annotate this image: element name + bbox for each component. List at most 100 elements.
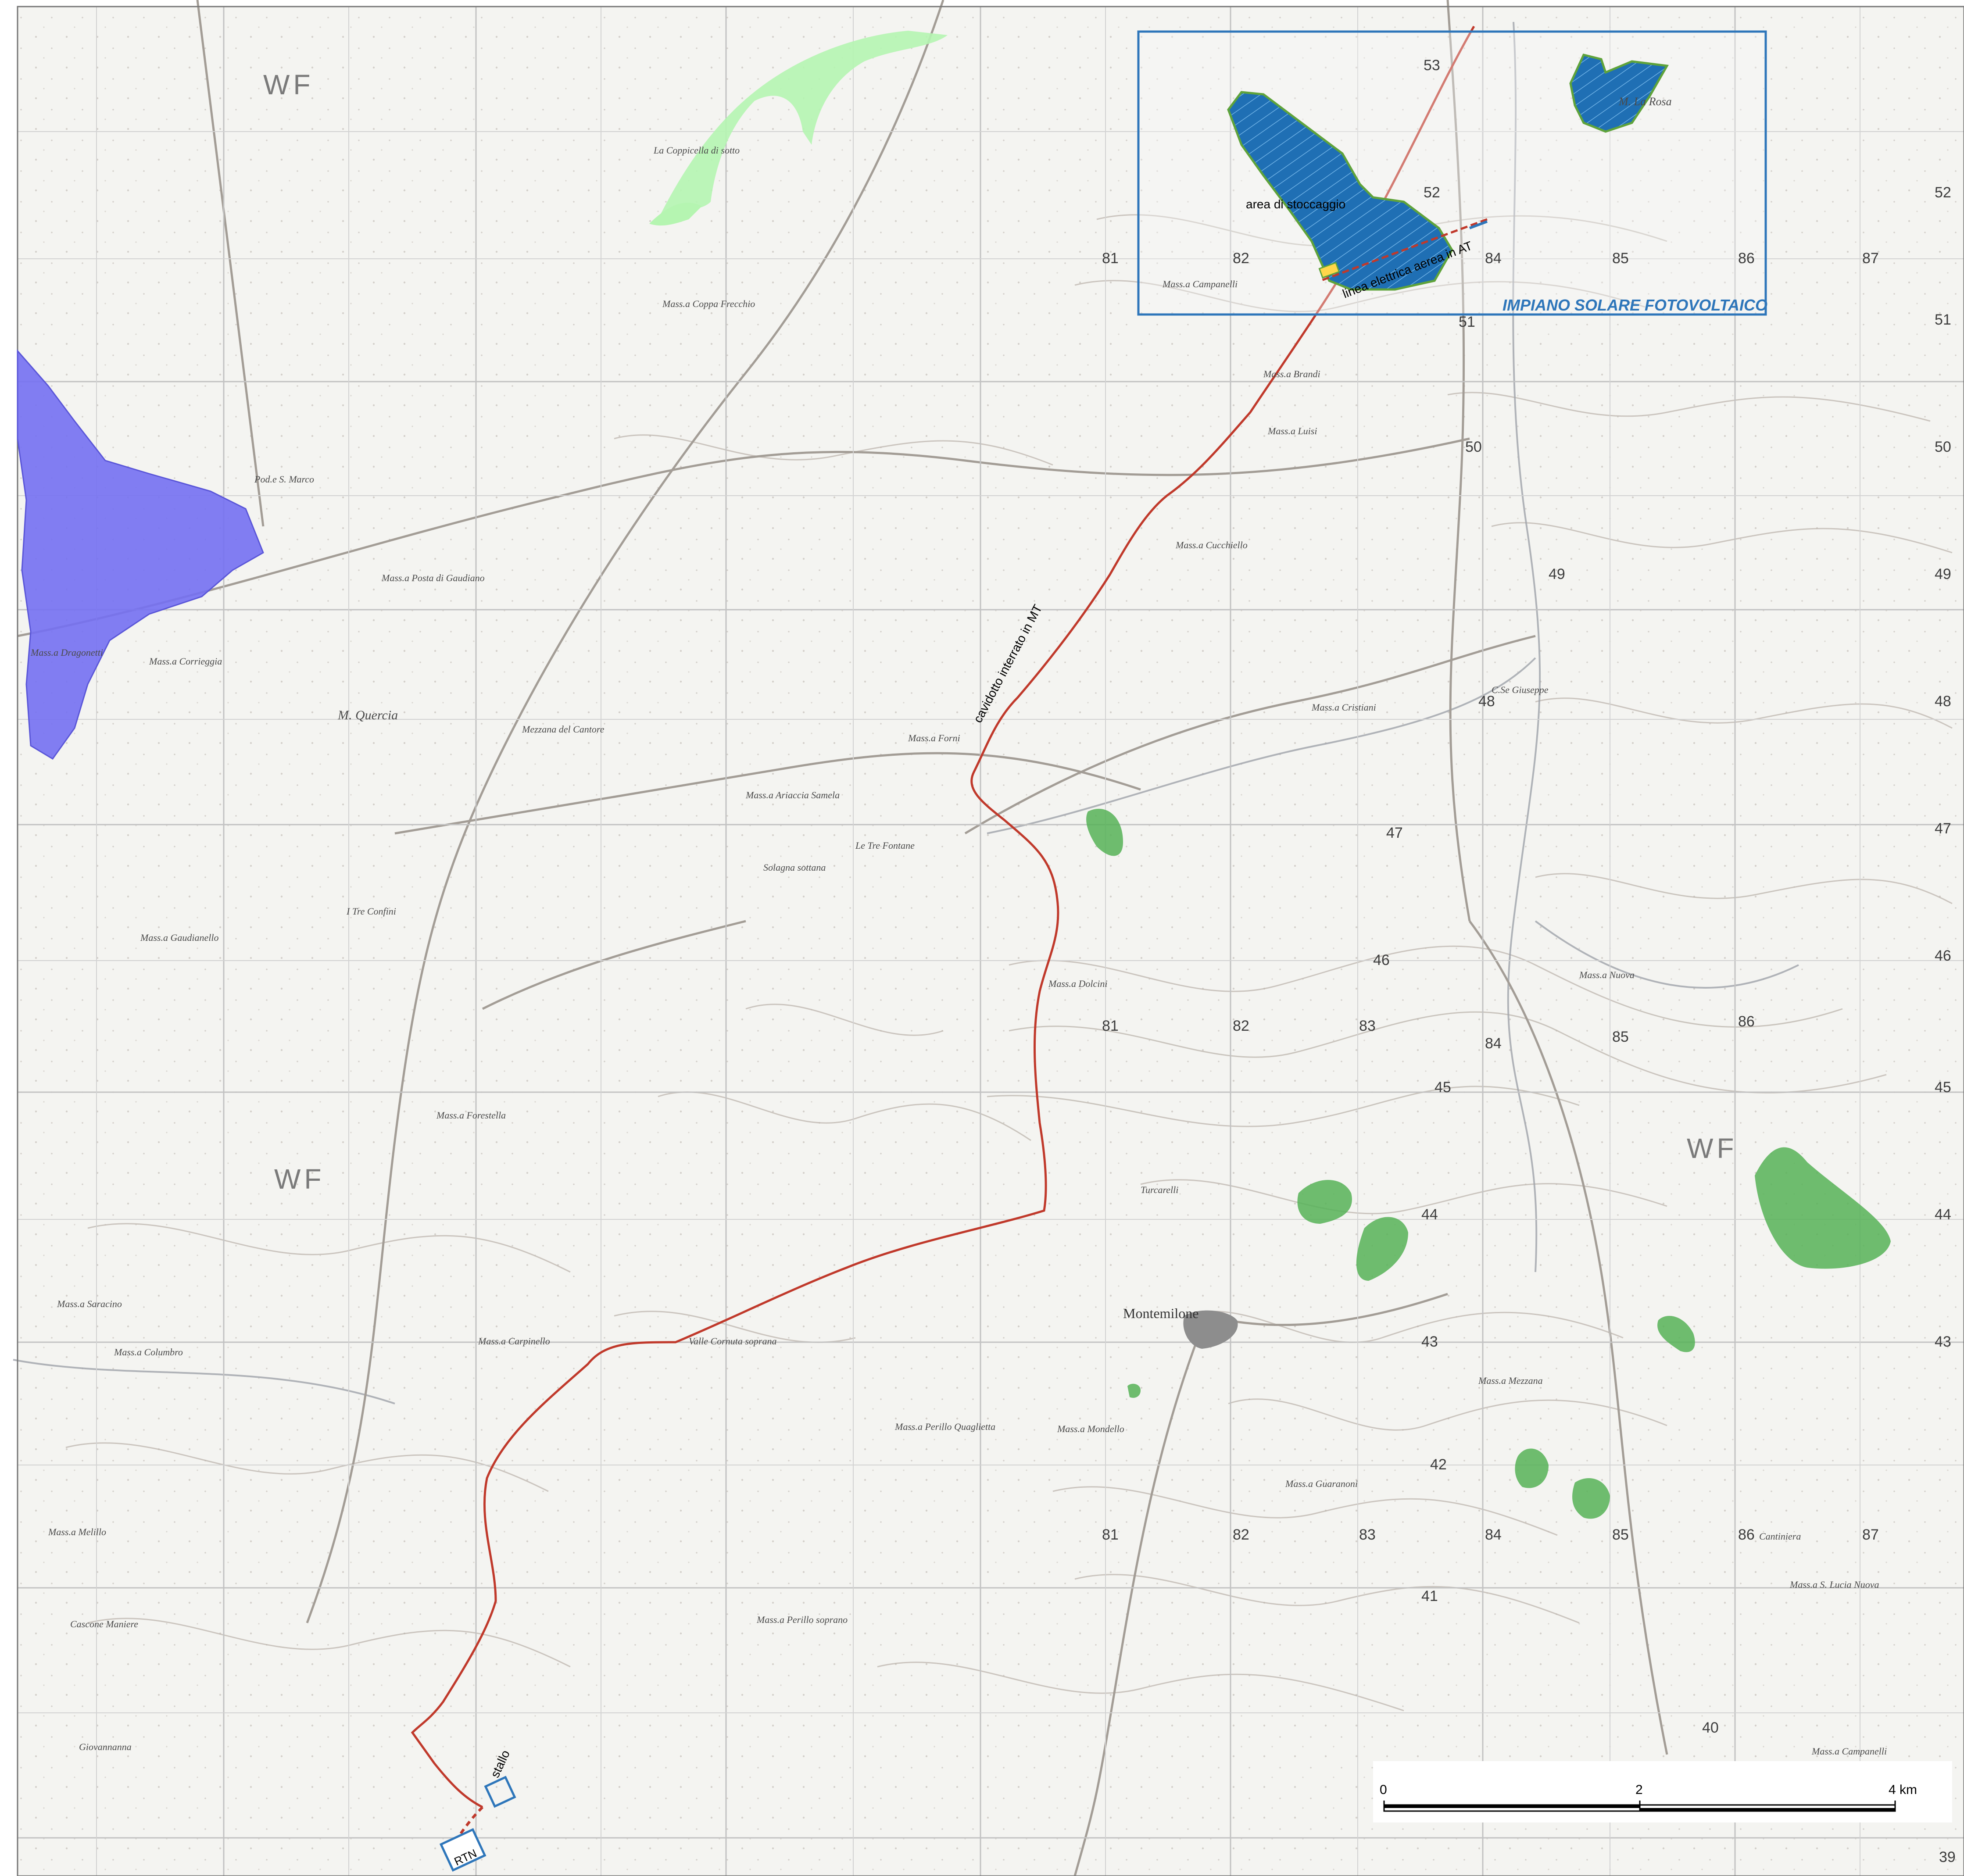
edge-y-47: 47: [1935, 820, 1951, 837]
grid-x-84c: 84: [1485, 1526, 1502, 1543]
green-zone-6[interactable]: [1515, 1448, 1549, 1488]
grid-y-50: 50: [1465, 439, 1482, 455]
grid-x-84b: 84: [1485, 1035, 1502, 1052]
grid-y-52: 52: [1424, 184, 1440, 201]
green-zone-7[interactable]: [1572, 1478, 1610, 1519]
place-label: Mass.a Mondello: [1057, 1423, 1124, 1434]
wf-label-west: WF: [274, 1163, 325, 1195]
place-label: La Coppicella di sotto: [653, 145, 740, 156]
place-label: Mass.a Posta di Gaudiano: [381, 572, 485, 583]
place-label: Valle Cornuta soprana: [689, 1336, 776, 1347]
grid-x-81b: 81: [1102, 1018, 1119, 1034]
place-label: I Tre Confini: [346, 906, 396, 917]
edge-y-44: 44: [1935, 1206, 1951, 1223]
green-zone-5[interactable]: [1657, 1316, 1695, 1352]
place-label: Mass.a Campanelli: [1811, 1746, 1887, 1757]
green-zone-1[interactable]: [1086, 808, 1123, 856]
grid-y-42: 42: [1430, 1456, 1447, 1473]
place-label: C.Se Giuseppe: [1492, 684, 1549, 695]
scale-bar: 0 2 4 km: [1373, 1761, 1952, 1822]
grid-x-84: 84: [1485, 250, 1502, 267]
place-label: Mass.a Forestella: [436, 1110, 506, 1121]
grid-y-48: 48: [1478, 693, 1495, 710]
grid-x-83c: 83: [1359, 1526, 1376, 1543]
place-label: Cantiniera: [1759, 1531, 1801, 1542]
place-label: Giovannanna: [79, 1741, 132, 1752]
grid-x-82b: 82: [1233, 1018, 1249, 1034]
edge-y-48: 48: [1935, 693, 1951, 710]
protected-area-purple[interactable]: [17, 349, 264, 760]
place-label: Mass.a Dolcini: [1048, 978, 1107, 989]
place-label: Mass.a Perillo Quaglietta: [894, 1421, 995, 1432]
place-label: Mass.a Columbro: [114, 1347, 183, 1358]
habitat-area-lightgreen[interactable]: [658, 31, 948, 219]
route-underground-mt-cable[interactable]: [411, 25, 1475, 1808]
place-label: Mass.a Ariaccia Samela: [745, 790, 840, 800]
solar-field-ne[interactable]: [1569, 54, 1669, 133]
grid-y-51: 51: [1459, 314, 1475, 330]
grid-x-83b: 83: [1359, 1018, 1376, 1034]
place-label: Le Tre Fontane: [855, 840, 915, 851]
stallo-box[interactable]: [484, 1776, 516, 1808]
utm-grid: [18, 7, 1964, 1876]
place-label: Mass.a Corrieggia: [149, 656, 222, 667]
place-labels: Mass.a Corrieggia M. Quercia Mass.a Fore…: [30, 95, 1887, 1757]
solar-field-main[interactable]: [1227, 91, 1453, 291]
place-label: Mass.a Cristiani: [1311, 702, 1376, 713]
place-label: Mass.a Guaranoni: [1285, 1478, 1358, 1489]
edge-y-49: 49: [1935, 566, 1951, 582]
wf-labels: WF WF WF: [263, 69, 1734, 1195]
edge-y-51: 51: [1935, 311, 1951, 328]
utm-subgrid: [18, 7, 1964, 1876]
grid-x-87c: 87: [1862, 1526, 1879, 1543]
grid-y-47: 47: [1386, 825, 1403, 841]
habitat-area-lightgreen-tip[interactable]: [649, 203, 702, 226]
edge-y-50: 50: [1935, 439, 1951, 455]
grid-x-85b: 85: [1612, 1029, 1629, 1045]
place-label: Mass.a S. Lucia Nuova: [1789, 1579, 1879, 1590]
place-label: Mass.a Forni: [908, 733, 960, 743]
edge-y-45: 45: [1935, 1079, 1951, 1096]
roads: [17, 0, 1668, 1876]
place-label: Mezzana del Cantore: [522, 724, 605, 735]
place-label: Turcarelli: [1141, 1184, 1178, 1195]
place-label: Mass.a Carpinello: [478, 1336, 550, 1347]
scale-bar-background: [1373, 1761, 1952, 1822]
grid-y-53: 53: [1424, 57, 1440, 74]
solar-plant-inset-frame[interactable]: [1137, 30, 1767, 316]
green-zone-3[interactable]: [1356, 1217, 1408, 1281]
place-label: Pod.e S. Marco: [254, 474, 314, 485]
green-zone-2[interactable]: [1297, 1180, 1352, 1224]
place-label: Mass.a Gaudianello: [140, 932, 218, 943]
contour-lines: [65, 214, 1953, 1712]
place-label: Mass.a Brandi: [1263, 368, 1320, 379]
overhead-at-line[interactable]: [1320, 218, 1488, 282]
grid-x-87: 87: [1862, 250, 1879, 267]
place-label: Mass.a Saracino: [57, 1298, 122, 1309]
storage-area-label: area di stoccaggio: [1246, 197, 1345, 211]
place-label: Solagna sottana: [763, 862, 826, 873]
wf-label-north: WF: [263, 69, 314, 100]
place-label: Mass.a Dragonetti: [30, 647, 103, 658]
green-zones[interactable]: [1086, 808, 1891, 1519]
storage-area-marker[interactable]: [1318, 261, 1340, 279]
edge-y-43: 43: [1935, 1333, 1951, 1350]
green-zone-8[interactable]: [1127, 1383, 1141, 1398]
place-label: Mass.a Melillo: [48, 1526, 106, 1537]
grid-x-85: 85: [1612, 250, 1629, 267]
place-label: M. La Rosa: [1618, 95, 1672, 108]
grid-y-44: 44: [1421, 1206, 1438, 1223]
rtn-box[interactable]: [439, 1828, 487, 1872]
scale-bar-seg-2: [1640, 1808, 1895, 1811]
scale-bar-seg-1: [1384, 1805, 1640, 1808]
grid-x-86c: 86: [1738, 1526, 1755, 1543]
grid-x-86: 86: [1738, 250, 1755, 267]
grid-x-82c: 82: [1233, 1526, 1249, 1543]
edge-y-46: 46: [1935, 947, 1951, 964]
town-label-montemilone: Montemilone: [1123, 1305, 1198, 1321]
green-zone-4[interactable]: [1755, 1147, 1891, 1269]
edge-y-52: 52: [1935, 184, 1951, 201]
grid-y-43: 43: [1421, 1333, 1438, 1350]
